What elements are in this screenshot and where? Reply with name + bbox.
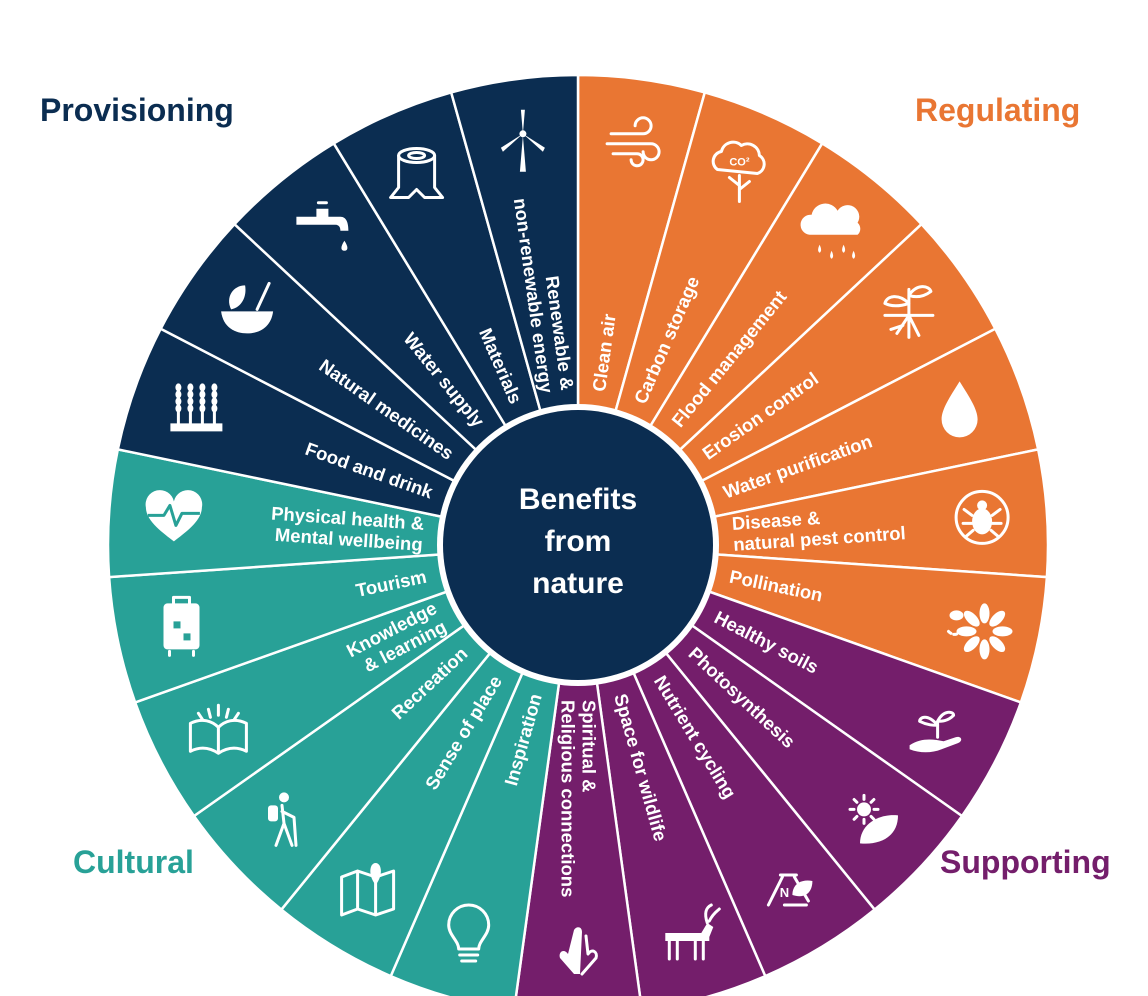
category-label-supporting: Supporting xyxy=(940,844,1111,880)
hand-seedling-icon xyxy=(909,710,962,753)
center-title-line-2: from xyxy=(545,525,612,558)
center-title-line-3: nature xyxy=(532,567,624,600)
heart-pulse-icon xyxy=(145,490,203,542)
tap-icon xyxy=(296,201,349,251)
sun-leaf-icon xyxy=(848,793,898,844)
wedge-spiritual-religious xyxy=(514,544,642,996)
segment-label-spiritual-religious: Religious connections xyxy=(558,700,579,897)
bee-flower-icon xyxy=(947,603,1013,660)
center-disc xyxy=(443,410,713,680)
rain-cloud-icon xyxy=(800,203,861,259)
map-pin-icon xyxy=(340,863,396,917)
segment-label-spiritual-religious: Spiritual & xyxy=(579,700,600,793)
category-label-cultural: Cultural xyxy=(73,844,194,880)
wheat-icon xyxy=(170,383,223,432)
praying-hands-icon xyxy=(559,927,598,976)
mortar-pestle-icon xyxy=(221,281,274,334)
plant-roots-icon xyxy=(883,285,935,339)
wind-icon xyxy=(605,116,661,168)
water-drop-icon xyxy=(941,381,978,438)
hiker-icon xyxy=(268,792,298,847)
co2-tree-icon: CO² xyxy=(711,140,766,203)
category-label-regulating: Regulating xyxy=(915,92,1081,128)
wind-turbine-icon xyxy=(500,109,545,172)
lightbulb-icon xyxy=(447,903,491,963)
beetle-icon xyxy=(954,489,1010,545)
suitcase-icon xyxy=(163,595,200,657)
recycle-leaf-icon: N xyxy=(766,873,813,907)
co2-label: CO² xyxy=(729,157,750,169)
tree-stump-icon xyxy=(389,147,445,199)
category-label-provisioning: Provisioning xyxy=(40,92,234,128)
center-title-line-1: Benefits xyxy=(519,483,637,516)
nitrogen-label: N xyxy=(780,885,789,900)
deer-icon xyxy=(665,903,721,961)
open-book-icon xyxy=(188,703,248,755)
